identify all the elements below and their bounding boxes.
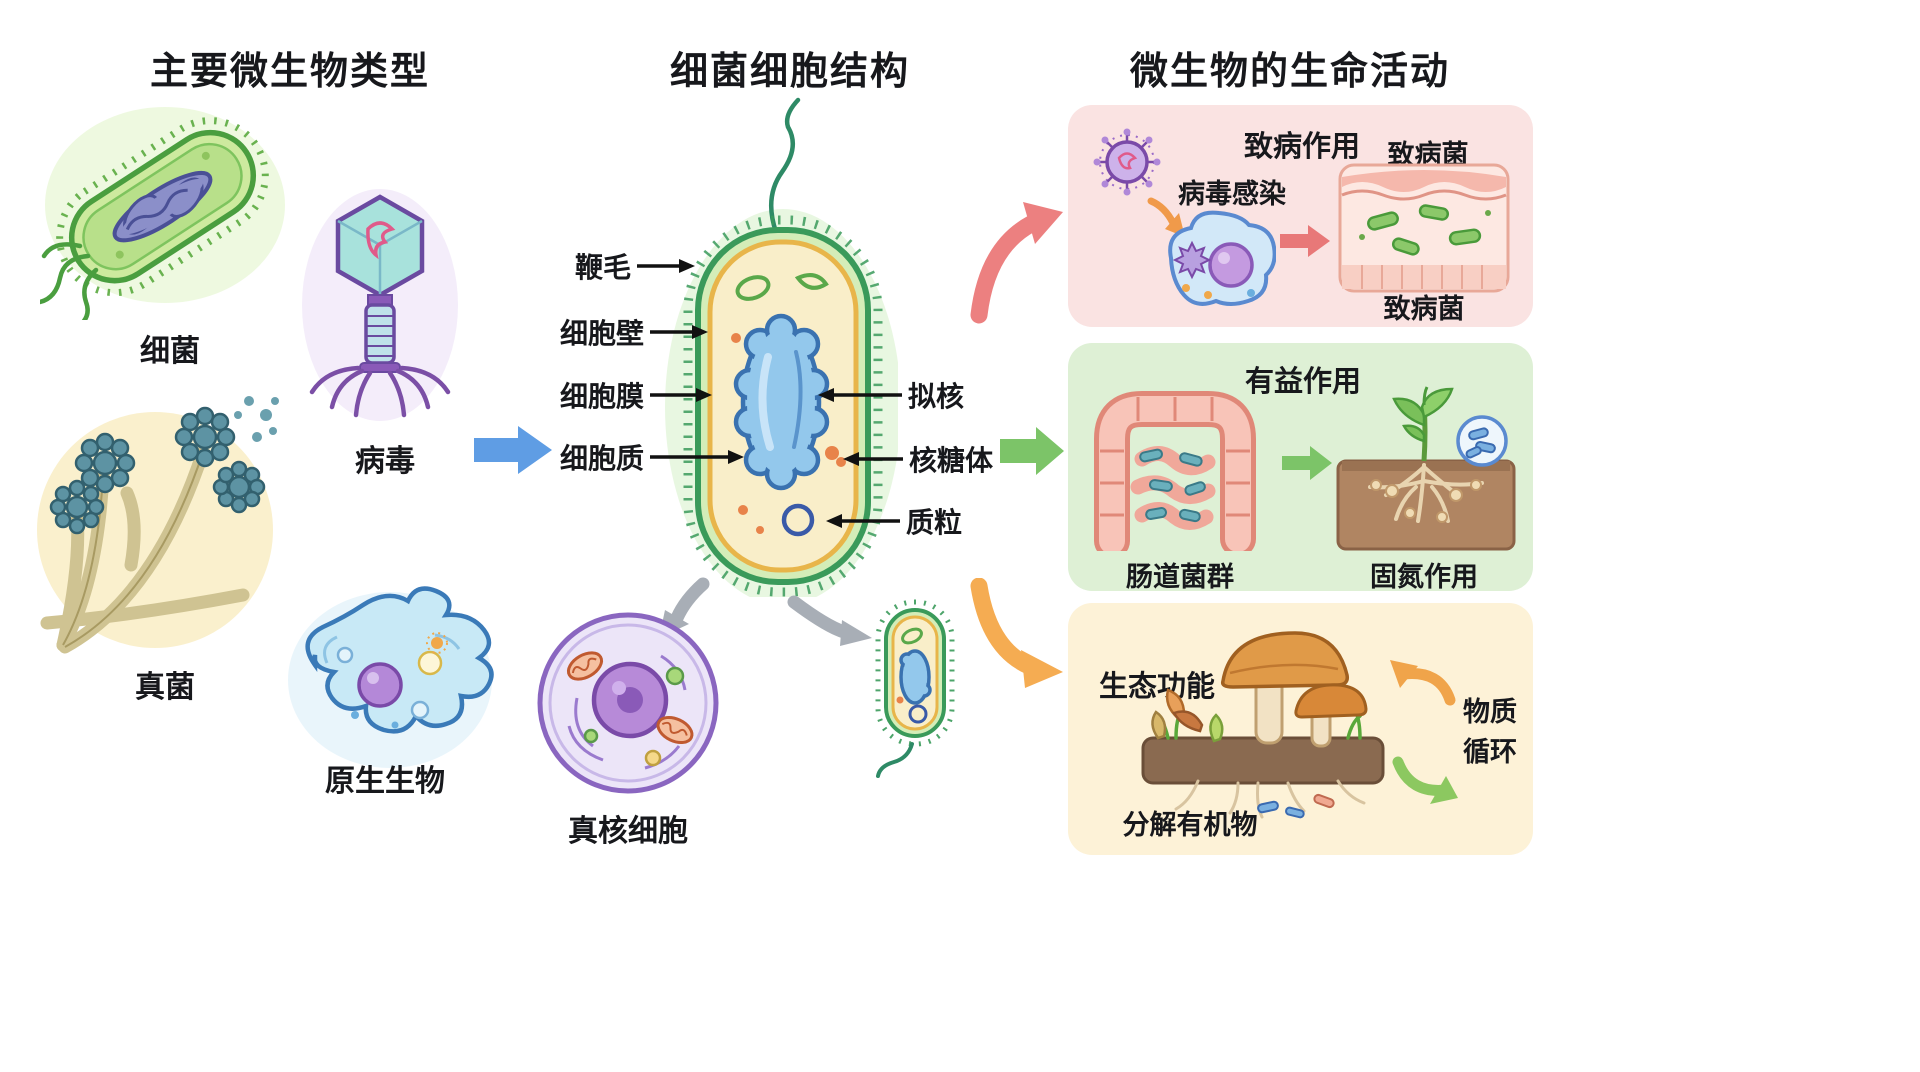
tissue-illustration [1338,163,1510,293]
ecological-panel: 生态功能 [1068,603,1533,855]
cell-wall-pointer: 细胞壁 [560,316,709,350]
virus-particle-icon [1093,128,1161,196]
fungus-illustration [37,396,279,654]
protist-label: 原生生物 [325,764,445,799]
material-cycle-line2: 循环 [1463,737,1517,768]
flagellum-label: 鞭毛 [575,251,632,284]
cytoplasm-label: 细胞质 [560,442,645,475]
nucleoid-pointer: 拟核 [818,379,964,413]
material-cycle-label: 物质 循环 [1450,693,1530,773]
fungi-label: 真菌 [135,670,195,705]
ribosome-label: 核糖体 [909,444,994,477]
beneficial-step-arrow [1282,446,1332,480]
pointer-arrow-icon [843,452,903,466]
bacterial-cell-illustration [665,97,898,597]
pathogen-label-bottom: 致病菌 [1383,294,1465,325]
ribosome-dots [731,333,846,534]
beneficial-panel: 有益作用 肠道菌群 [1068,343,1533,593]
flagellum-pointer: 鞭毛 [575,250,696,284]
intestine-illustration [1094,391,1256,551]
viral-infection-label: 病毒感染 [1178,179,1286,210]
flagellum-shape [769,97,801,235]
pili-fuzz [683,215,883,597]
beneficial-title: 有益作用 [1244,364,1361,398]
cell-membrane-pointer: 细胞膜 [560,379,713,413]
ecological-title: 生态功能 [1098,669,1215,703]
column-header-activities: 微生物的生命活动 [1129,49,1450,93]
plasmid-pointer: 质粒 [826,505,962,539]
flow-arrow-blue [474,426,552,474]
cell-membrane-label: 细胞膜 [560,380,645,413]
pointer-arrow-icon [826,514,900,528]
column-header-types: 主要微生物类型 [149,49,430,93]
pathogenic-step-arrow [1280,225,1330,257]
flow-arrow-orange [970,578,1063,688]
pointer-arrow-icon [650,388,713,402]
pointer-arrow-icon [637,259,696,273]
mushroom-illustration [1141,631,1385,819]
bacteria-label: 细菌 [140,334,200,369]
nucleoid-label: 拟核 [908,380,965,413]
ribosome-pointer: 核糖体 [843,443,993,477]
infected-cell-illustration [1168,210,1276,306]
pointer-arrow-icon [650,325,709,339]
nucleoid-shape [733,313,830,491]
nitrogen-fixation-label: 固氮作用 [1370,562,1478,593]
gray-arrow-to-mini-bacterium [787,595,872,646]
cytoplasm-pointer: 细胞质 [560,441,745,475]
eukaryote-cell-illustration [537,612,719,794]
cycle-arrows-icon [1390,660,1458,804]
plasmid-ring [781,503,815,537]
gut-flora-label: 肠道菌群 [1126,562,1234,593]
plasmid-label: 质粒 [906,506,963,539]
plant-roots-illustration [1336,386,1516,551]
column-header-structure: 细菌细胞结构 [669,49,910,93]
flow-arrow-red [970,202,1063,324]
pathogenic-title: 致病作用 [1243,129,1360,163]
mini-bacterium-illustration [875,599,955,778]
flow-arrow-green [1000,427,1064,475]
pointer-arrow-icon [818,388,902,402]
eukaryote-label: 真核细胞 [568,814,688,849]
decompose-label: 分解有机物 [1122,810,1258,841]
pointer-arrow-icon [650,450,745,464]
virus-illustration [302,189,458,421]
virus-label: 病毒 [355,444,415,479]
material-cycle-line1: 物质 [1463,697,1517,728]
protist-illustration [288,586,494,768]
pathogenic-panel: 致病作用 病毒感染 [1068,105,1533,327]
bacterium-illustration [40,107,285,320]
cell-wall-label: 细胞壁 [560,317,645,350]
